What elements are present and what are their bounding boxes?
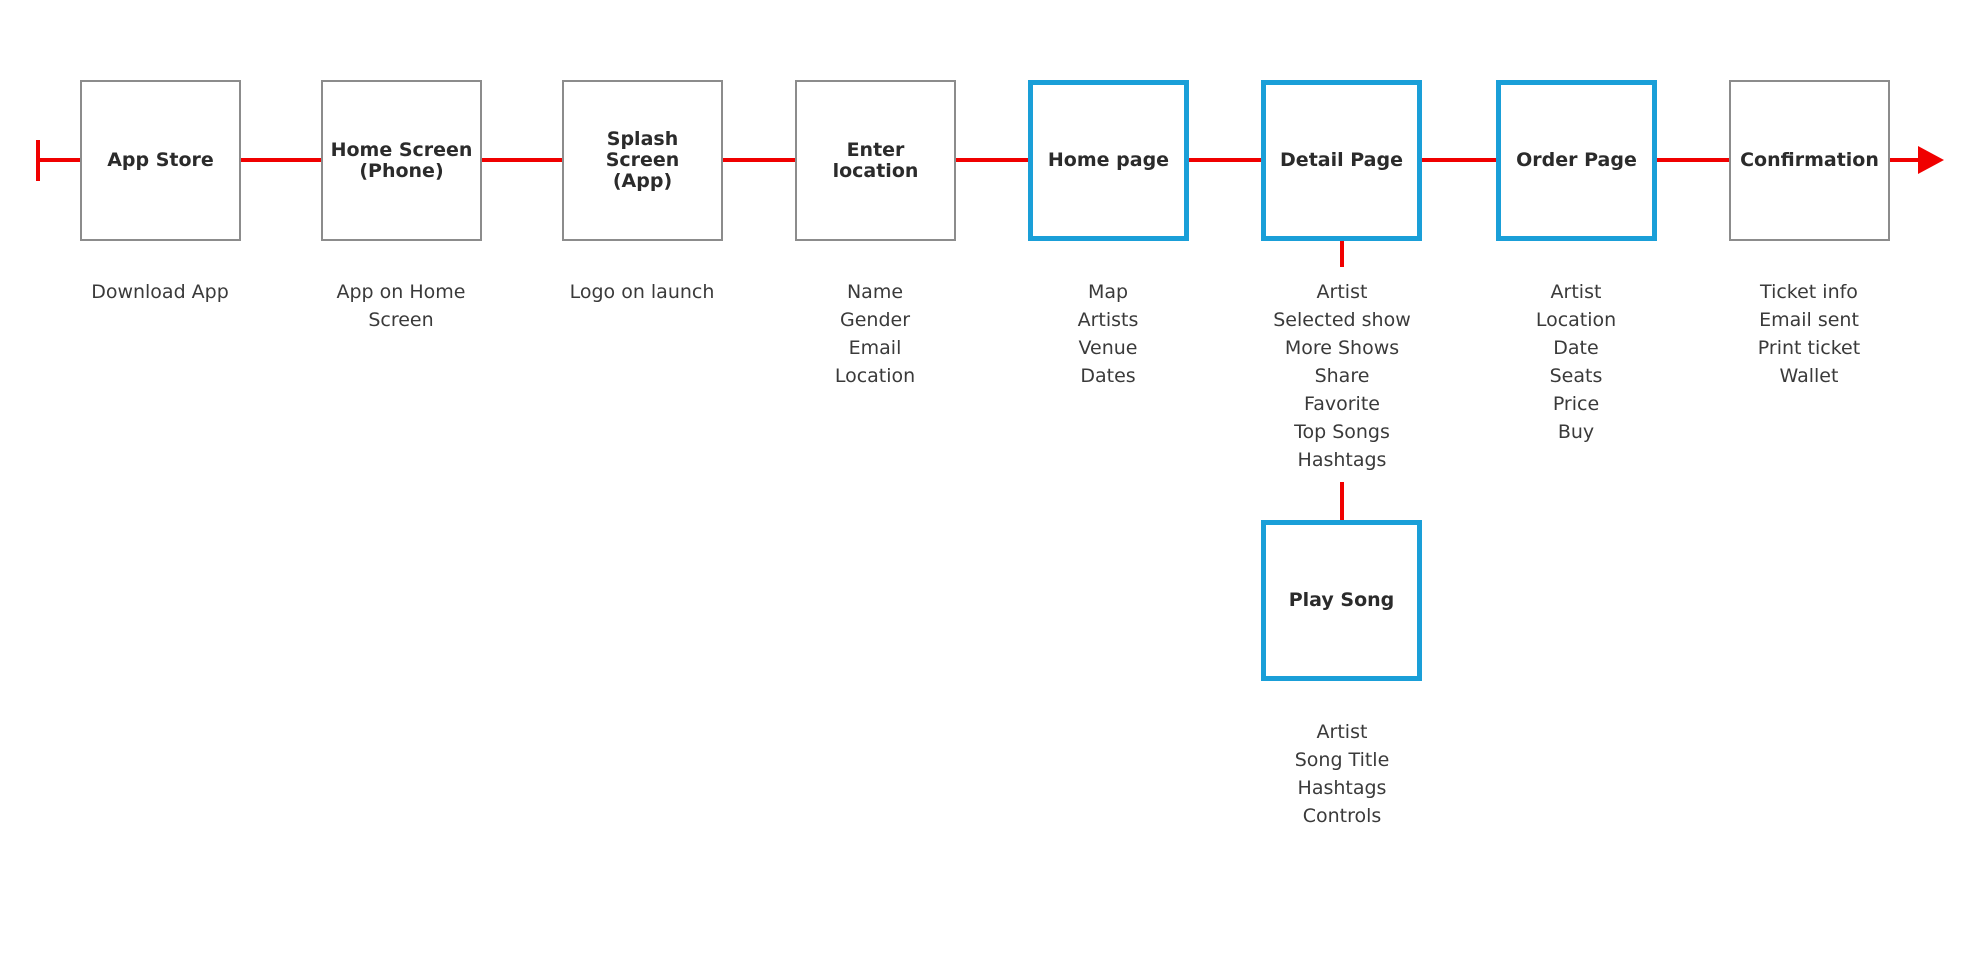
step-home-screen-phone-notes: App on Home Screen (291, 278, 511, 334)
note-line: Location (1535, 309, 1617, 331)
note-line: Share (1314, 365, 1370, 387)
step-enter-location-label: Enter location (832, 138, 919, 182)
step-splash-screen: Splash Screen (App) (562, 80, 723, 241)
note-line: Print ticket (1757, 337, 1861, 359)
note-line: Hashtags (1297, 449, 1387, 471)
note-line: Top Songs (1294, 421, 1390, 443)
step-home-screen-phone: Home Screen (Phone) (321, 80, 482, 241)
note-line: Location (834, 365, 916, 387)
step-home-page-label: Home page (1047, 149, 1170, 171)
note-line: Selected show (1273, 309, 1411, 331)
note-line: Email (848, 337, 902, 359)
note-line: Buy (1557, 421, 1595, 443)
step-app-store: App Store (80, 80, 241, 241)
step-app-store-notes: Download App (50, 278, 270, 306)
step-enter-location: Enter location (795, 80, 956, 241)
step-detail-page-notes: Artist Selected show More Shows Share Fa… (1232, 278, 1452, 474)
note-line: Artists (1077, 309, 1139, 331)
step-home-page-notes: Map Artists Venue Dates (998, 278, 1218, 390)
step-home-screen-phone-label: Home Screen (Phone) (330, 138, 473, 182)
step-confirmation: Confirmation (1729, 80, 1890, 241)
step-enter-location-notes: Name Gender Email Location (765, 278, 985, 390)
note-line: Controls (1302, 805, 1382, 827)
step-confirmation-notes: Ticket info Email sent Print ticket Wall… (1699, 278, 1919, 390)
note-line: Email sent (1759, 309, 1859, 331)
step-splash-screen-label: Splash Screen (App) (605, 128, 680, 192)
note-line: Download App (91, 281, 229, 303)
note-line: Hashtags (1297, 777, 1387, 799)
note-line: Map (1087, 281, 1129, 303)
note-line: Screen (368, 309, 434, 331)
step-home-page: Home page (1028, 80, 1189, 241)
step-detail-page-label: Detail Page (1280, 149, 1403, 171)
note-line: More Shows (1284, 337, 1400, 359)
step-order-page-notes: Artist Location Date Seats Price Buy (1466, 278, 1686, 446)
step-play-song-notes: Artist Song Title Hashtags Controls (1232, 718, 1452, 830)
note-line: App on Home (336, 281, 466, 303)
note-line: Venue (1078, 337, 1138, 359)
note-line: Wallet (1779, 365, 1839, 387)
step-splash-screen-notes: Logo on launch (532, 278, 752, 306)
step-app-store-label: App Store (107, 149, 214, 171)
step-detail-page: Detail Page (1261, 80, 1422, 241)
note-line: Seats (1549, 365, 1603, 387)
step-play-song: Play Song (1261, 520, 1422, 681)
step-confirmation-label: Confirmation (1740, 149, 1879, 171)
flow-end-arrow (1918, 146, 1944, 174)
note-line: Artist (1316, 281, 1368, 303)
note-line: Song Title (1294, 749, 1390, 771)
note-line: Name (846, 281, 904, 303)
note-line: Ticket info (1760, 281, 1858, 303)
note-line: Favorite (1304, 393, 1380, 415)
note-line: Artist (1316, 721, 1368, 743)
step-play-song-label: Play Song (1288, 589, 1395, 611)
step-order-page-label: Order Page (1516, 149, 1637, 171)
step-order-page: Order Page (1496, 80, 1657, 241)
note-line: Date (1553, 337, 1599, 359)
note-line: Dates (1080, 365, 1136, 387)
note-line: Artist (1550, 281, 1602, 303)
note-line: Price (1552, 393, 1600, 415)
note-line: Logo on launch (569, 281, 715, 303)
note-line: Gender (839, 309, 911, 331)
